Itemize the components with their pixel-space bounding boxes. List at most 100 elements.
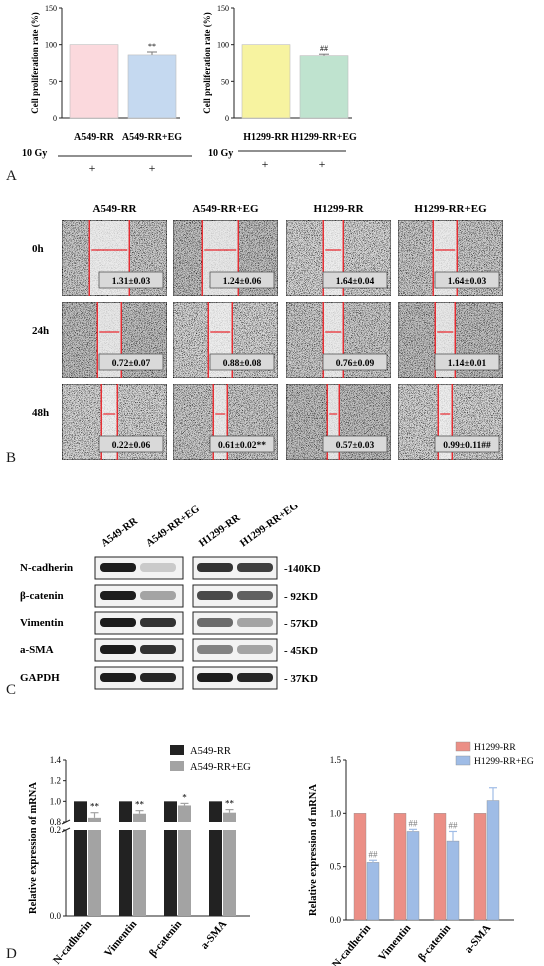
panel-c-blot-right-3	[192, 638, 278, 662]
panel-a-right-bar-1	[299, 55, 349, 119]
panel-d-left-bar-high-0-1	[119, 801, 132, 822]
panel-b-value-box-2-1	[209, 435, 275, 453]
panel-b-col-header-1: A549-RR+EG	[192, 203, 259, 215]
panel-a-right-ytick-label-3: 150	[217, 4, 229, 13]
panel-a-left-ytick-label-1: 50	[49, 77, 57, 86]
panel-c-band-2-1	[140, 618, 176, 627]
panel-b-value-1-3: 1.14±0.01	[448, 359, 487, 369]
panel-a-right-ylabel: Cell proliferation rate (%)	[202, 12, 212, 114]
panel-b-value-box-1-2	[322, 353, 388, 371]
panel-b-value-0-1: 1.24±0.06	[223, 277, 262, 287]
panel-b-value-1-0: 0.72±0.07	[112, 359, 151, 369]
panel-c-lane-label-3: H1299-RR+EG	[238, 505, 300, 549]
panel-c-band-4-0	[100, 673, 136, 682]
panel-c-band-2-3	[237, 618, 273, 627]
panel-d-right-bar-1-1	[406, 831, 420, 921]
panel-b-value-1-2: 0.76±0.09	[336, 359, 375, 369]
panel-c-blot-left-0	[94, 556, 184, 580]
panel-d-left-xlabel-2: β-catenin	[147, 918, 184, 959]
panel-a-left-xlabel-1: A549-RR+EG	[122, 132, 182, 143]
panel-d-right-bar-0-1	[393, 813, 407, 921]
panel-c-band-1-1	[140, 591, 176, 600]
panel-c-blot-left-1	[94, 584, 184, 608]
panel-c-weight-1: - 92KD	[284, 591, 318, 603]
panel-c-blot-right-1	[192, 584, 278, 608]
panel-letter-a: A	[6, 168, 17, 184]
panel-d-right-xlabel-1: Vimentin	[376, 922, 413, 963]
panel-c-band-3-0	[100, 645, 136, 654]
panel-c-weight-3: - 45KD	[284, 645, 318, 657]
panel-c-blot-right-2	[192, 611, 278, 635]
panel-b-col-header-2: H1299-RR	[313, 203, 364, 215]
panel-d-left-annotation-1: **	[135, 800, 145, 810]
panel-c-band-0-2	[197, 563, 233, 572]
panel-d-right-bar-0-0	[353, 813, 367, 921]
panel-d-left-bar-low-0-0	[74, 830, 87, 916]
panel-d-right-ytick-label-1: 0.5	[330, 862, 342, 872]
panel-a-right-ytick-label-0: 0	[225, 114, 229, 123]
panel-d-left-ytick-label-top-2: 1.0	[50, 796, 62, 806]
panel-b-value-box-0-3	[434, 271, 500, 289]
panel-b-value-box-2-0	[98, 435, 164, 453]
panel-c-blot-left-2	[94, 611, 184, 635]
panel-c-band-3-3	[237, 645, 273, 654]
panel-d-left-ytick-label-top-1: 1.2	[50, 776, 61, 786]
panel-c-band-0-0	[100, 563, 136, 572]
panel-a-left-plus-2: +	[149, 161, 156, 175]
panel-d-left-xlabel-0: N-cadherin	[51, 918, 94, 966]
panel-a-right-condition: 10 Gy	[208, 148, 233, 159]
panel-c-weight-4: - 37KD	[284, 673, 318, 685]
panel-letter-c: C	[6, 682, 17, 698]
panel-c-blot-right-4	[192, 666, 278, 690]
panel-a-right-ytick-label-1: 50	[221, 77, 229, 86]
panel-c-weight-0: -140KD	[284, 563, 321, 575]
panel-c-band-4-3	[237, 673, 273, 682]
panel-b-value-2-3: 0.99±0.11##	[443, 441, 491, 451]
panel-d-left-ytick-label-top-3: 0.8	[50, 817, 62, 827]
panel-a-left-bar-0	[69, 44, 119, 119]
panel-b-value-box-2-2	[322, 435, 388, 453]
panel-b-col-header-3: H1299-RR+EG	[414, 203, 487, 215]
panel-d-right-ylabel: Relative expression of mRNA	[308, 784, 319, 916]
panel-a-right-plus-2: +	[319, 157, 326, 171]
panel-c-lane-label-2: H1299-RR	[197, 512, 242, 549]
panel-a-left-condition: 10 Gy	[22, 148, 47, 159]
panel-c-blot-right-0	[192, 556, 278, 580]
panel-letter-d: D	[6, 946, 17, 962]
panel-c-band-2-2	[197, 618, 233, 627]
panel-d-left-bar-low-1-0	[88, 830, 101, 916]
panel-a-left-ylabel: Cell proliferation rate (%)	[30, 12, 40, 114]
panel-d-left-bar-high-1-2	[178, 805, 191, 822]
panel-d-left-xlabel-1: Vimentin	[102, 918, 139, 959]
panel-b-value-box-1-3	[434, 353, 500, 371]
panel-d-left-bar-low-0-3	[209, 830, 222, 916]
panel-c-protein-label-2: Vimentin	[20, 617, 64, 629]
panel-d-right-annotation-1: ##	[409, 818, 419, 828]
panel-d-right-bar-0-2	[433, 813, 447, 921]
panel-d-left-bar-high-1-3	[223, 812, 236, 822]
panel-d-right-xlabel-0: N-cadherin	[330, 922, 373, 966]
panel-d-right-legend-label-0: H1299-RR	[474, 743, 516, 753]
panel-c-weight-2: - 57KD	[284, 618, 318, 630]
panel-b-value-2-1: 0.61±0.02**	[218, 441, 266, 451]
panel-d-left-ylabel: Relative expression of mRNA	[28, 782, 39, 914]
panel-c-band-1-3	[237, 591, 273, 600]
panel-c-protein-label-0: N-cadherin	[20, 562, 73, 574]
panel-letter-b: B	[6, 450, 17, 466]
panel-d-left-legend-label-1: A549-RR+EG	[190, 762, 251, 773]
panel-d-right-annotation-0: ##	[369, 849, 379, 859]
panel-d-right-legend-label-1: H1299-RR+EG	[474, 757, 534, 767]
panel-a-left-plus-1: +	[89, 161, 96, 175]
panel-d-right-bar-1-2	[446, 840, 460, 921]
panel-d-left-bar-high-1-0	[88, 817, 101, 822]
panel-d-right-legend-swatch-1	[455, 755, 471, 766]
panel-b-value-box-0-1	[209, 271, 275, 289]
panel-c-band-1-0	[100, 591, 136, 600]
